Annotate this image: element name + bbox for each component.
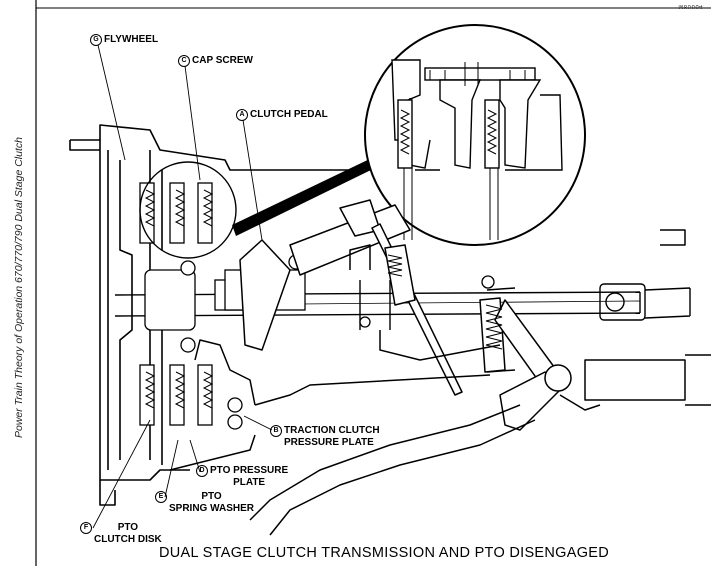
callout-flywheel: G FLYWHEEL bbox=[90, 34, 158, 46]
callout-label-line1: PTO PRESSURE bbox=[210, 465, 289, 476]
callout-label-line1: TRACTION CLUTCH bbox=[284, 425, 380, 436]
detail-circle-large bbox=[364, 24, 586, 246]
callout-label-line2: CLUTCH DISK bbox=[94, 534, 162, 545]
callout-letter-b: B bbox=[270, 425, 282, 437]
callout-label: CLUTCH PEDAL bbox=[250, 109, 328, 120]
clutch-disk-stack bbox=[139, 182, 306, 426]
callout-letter-f: F bbox=[80, 522, 92, 534]
side-title: Power Train Theory of Operation 670/770/… bbox=[13, 137, 25, 438]
callout-cap-screw: C CAP SCREW bbox=[178, 55, 253, 67]
callout-pto-spring-washer: E PTO SPRING WASHER bbox=[155, 491, 254, 515]
callout-label-line1: PTO bbox=[201, 491, 222, 502]
callout-label-line1: PTO bbox=[117, 522, 139, 533]
callout-letter-e: E bbox=[155, 491, 167, 503]
linkage-spring bbox=[387, 254, 503, 350]
callout-label: FLYWHEEL bbox=[104, 34, 159, 45]
main-shaft bbox=[114, 280, 691, 330]
lower-housing bbox=[169, 229, 686, 536]
pedal-linkage bbox=[239, 199, 711, 431]
callout-letter-c: C bbox=[178, 55, 190, 67]
callout-traction-plate: B TRACTION CLUTCH PRESSURE PLATE bbox=[270, 425, 380, 449]
springs-left bbox=[144, 189, 214, 409]
callout-pto-clutch-disk: F PTO CLUTCH DISK bbox=[80, 522, 162, 546]
callout-letter-g: G bbox=[90, 34, 102, 46]
callout-pto-pressure-plate: D PTO PRESSURE PLATE bbox=[196, 465, 288, 489]
callout-label-line2: PRESSURE PLATE bbox=[284, 437, 374, 448]
callout-letter-d: D bbox=[196, 465, 208, 477]
detail-circle-small bbox=[139, 161, 237, 259]
callout-letter-a: A bbox=[236, 109, 248, 121]
callout-clutch-pedal: A CLUTCH PEDAL bbox=[236, 109, 328, 121]
callout-label-line2: PLATE bbox=[233, 477, 266, 488]
callout-label-line2: SPRING WASHER bbox=[169, 503, 255, 514]
leader-lines bbox=[92, 44, 273, 529]
reference-code: M80664 bbox=[678, 3, 703, 9]
callout-label: CAP SCREW bbox=[192, 55, 253, 66]
figure-caption: DUAL STAGE CLUTCH TRANSMISSION AND PTO D… bbox=[159, 545, 610, 561]
magnify-projection bbox=[232, 155, 378, 236]
